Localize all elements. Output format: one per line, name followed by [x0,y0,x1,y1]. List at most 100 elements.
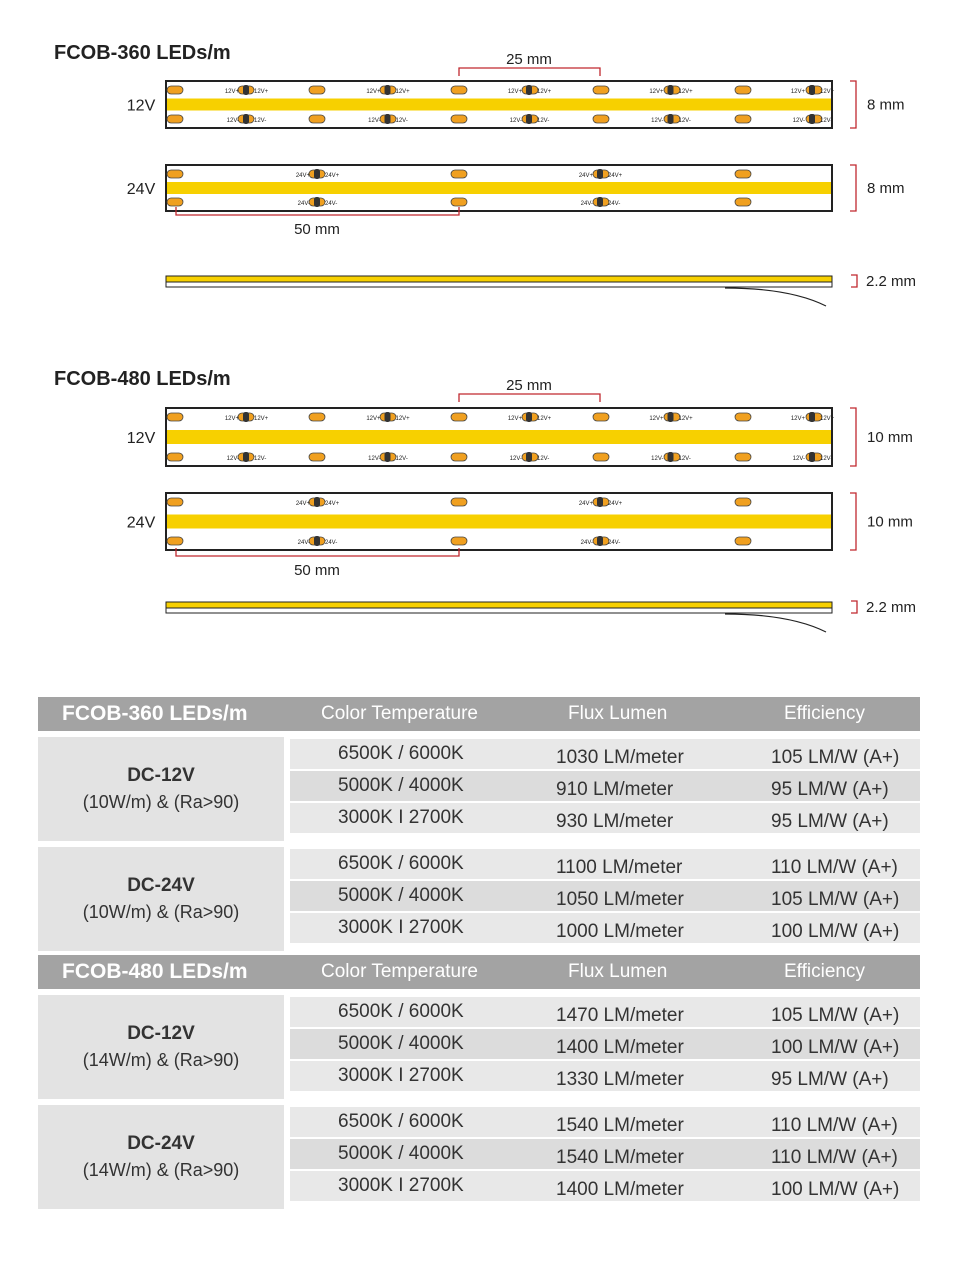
cut-spacing-label: 50 mm [294,562,340,579]
solder-pad [243,85,249,95]
solder-pad-label: 24V- [298,201,310,207]
led-chip [734,497,752,507]
flux-lumen-cell: 930 LM/meter [556,811,674,832]
power-description: (10W/m) & (Ra>90) [82,902,240,922]
solder-pad-label: 12V+ [396,89,411,95]
flux-lumen-cell: 1100 LM/meter [556,857,683,878]
solder-pad-label: 12V+ [791,416,806,422]
solder-pad-label: 12V+ [254,416,269,422]
flux-lumen-cell: 1540 LM/meter [556,1147,684,1168]
solder-pad [667,452,674,462]
flux-lumen-cell: 910 LM/meter [556,779,674,800]
solder-pad [809,114,815,124]
led-strip-12v: 12V+12V+12V-12V-12V+12V+12V-12V-12V+12V+… [165,407,835,467]
solder-pad-label: 12V- [793,456,805,462]
solder-pad-label: 12V- [396,118,408,124]
solder-pad [243,114,249,124]
voltage-label: DC-24V [127,875,195,896]
solder-pad-label: 24V- [581,540,593,546]
color-temperature-cell: 6500K / 6000K [338,1001,464,1022]
flux-lumen-cell: 1030 LM/meter [556,747,684,768]
solder-pad-label: 24V- [298,540,310,546]
solder-pad-label: 12V+ [649,416,664,422]
width-bracket [850,407,857,467]
solder-pad-label: 12V- [820,456,832,462]
solder-pad [597,536,603,546]
voltage-group: DC-12V (14W/m) & (Ra>90) 6500K / 6000K 1… [38,995,920,1099]
profile-flex-curve [724,287,827,307]
solder-pad-label: 12V+ [508,89,523,95]
solder-pad-label: 24V- [608,540,620,546]
solder-pad-label: 12V+ [791,89,806,95]
efficiency-cell: 110 LM/W (A+) [771,857,898,878]
spec-table-fcob-480: FCOB-480 LEDs/m Color Temperature Flux L… [38,955,920,1209]
solder-pad-label: 12V- [651,456,663,462]
solder-pad [597,197,603,207]
led-chip [450,114,468,124]
solder-pad-label: 12V+ [254,89,269,95]
strip-side-profile [165,601,833,633]
led-chip [166,114,184,124]
table-row: 5000K / 4000K 1400 LM/meter 100 LM/W (A+… [290,1029,920,1059]
color-temperature-cell: 3000K I 2700K [338,1175,464,1196]
column-header-flux-lumen: Flux Lumen [568,961,668,982]
solder-pad [809,412,815,422]
voltage-cell: DC-12V (10W/m) & (Ra>90) [38,737,284,841]
led-chip [734,114,752,124]
led-chip [166,412,184,422]
solder-pad [314,497,320,507]
voltage-cell: DC-24V (10W/m) & (Ra>90) [38,847,284,951]
solder-pad-label: 12V+ [537,89,552,95]
solder-pad [384,412,391,422]
led-chip [450,197,468,207]
efficiency-cell: 100 LM/W (A+) [771,1037,900,1058]
flux-lumen-cell: 1330 LM/meter [556,1069,684,1090]
voltage-label: 12V [127,430,156,447]
voltage-label: DC-12V [127,765,195,786]
width-label: 10 mm [867,429,913,446]
led-spacing-label: 25 mm [506,51,552,68]
table-header: FCOB-360 LEDs/m Color Temperature Flux L… [38,697,920,731]
led-chip [308,114,326,124]
solder-pad-label: 12V- [651,118,663,124]
color-temperature-cell: 5000K / 4000K [338,1033,464,1054]
led-strip-24v: 24V+24V+24V-24V-24V+24V+24V-24V- [165,492,833,551]
color-temperature-cell: 3000K I 2700K [338,917,464,938]
led-chip [592,114,610,124]
led-chip [734,85,752,95]
solder-pad-label: 12V+ [537,416,552,422]
led-spacing-bracket [458,393,601,402]
solder-pad [526,114,532,124]
solder-pad-label: 24V+ [579,501,594,507]
solder-pad [314,169,320,179]
solder-pad-label: 24V- [581,201,593,207]
voltage-label: DC-12V [127,1023,195,1044]
table-row: 3000K I 2700K 1400 LM/meter 100 LM/W (A+… [290,1171,920,1201]
table-row: 6500K / 6000K 1470 LM/meter 105 LM/W (A+… [290,997,920,1027]
solder-pad-label: 12V- [537,118,549,124]
color-temperature-cell: 6500K / 6000K [338,853,464,874]
led-chip [450,452,468,462]
solder-pad-label: 12V- [368,118,380,124]
power-description: (14W/m) & (Ra>90) [82,1050,240,1070]
flux-lumen-cell: 1050 LM/meter [556,889,684,910]
solder-pad-label: 12V- [537,456,549,462]
width-bracket [850,80,857,129]
efficiency-cell: 105 LM/W (A+) [771,1005,900,1026]
solder-pad-label: 24V- [325,201,337,207]
solder-pad [384,452,391,462]
section-title-fcob-360: FCOB-360 LEDs/m [54,42,231,64]
color-temperature-cell: 5000K / 4000K [338,885,464,906]
led-chip [734,412,752,422]
solder-pad-label: 12V+ [649,89,664,95]
led-strip-12v: 12V+ 12V+ 12V- 12V- 12V+ 12V+ 12V- 12V- 12V+ 12V+… [165,80,835,129]
color-temperature-cell: 5000K / 4000K [338,775,464,796]
solder-pad-label: 12V- [227,456,239,462]
solder-pad-label: 24V+ [608,173,623,179]
solder-pad-label: 12V- [679,456,691,462]
solder-pad [809,85,815,95]
cut-spacing-label: 50 mm [294,221,340,238]
thickness-bracket [851,274,858,288]
solder-pad [667,412,674,422]
voltage-group: DC-24V (14W/m) & (Ra>90) 6500K / 6000K 1… [38,1105,920,1209]
